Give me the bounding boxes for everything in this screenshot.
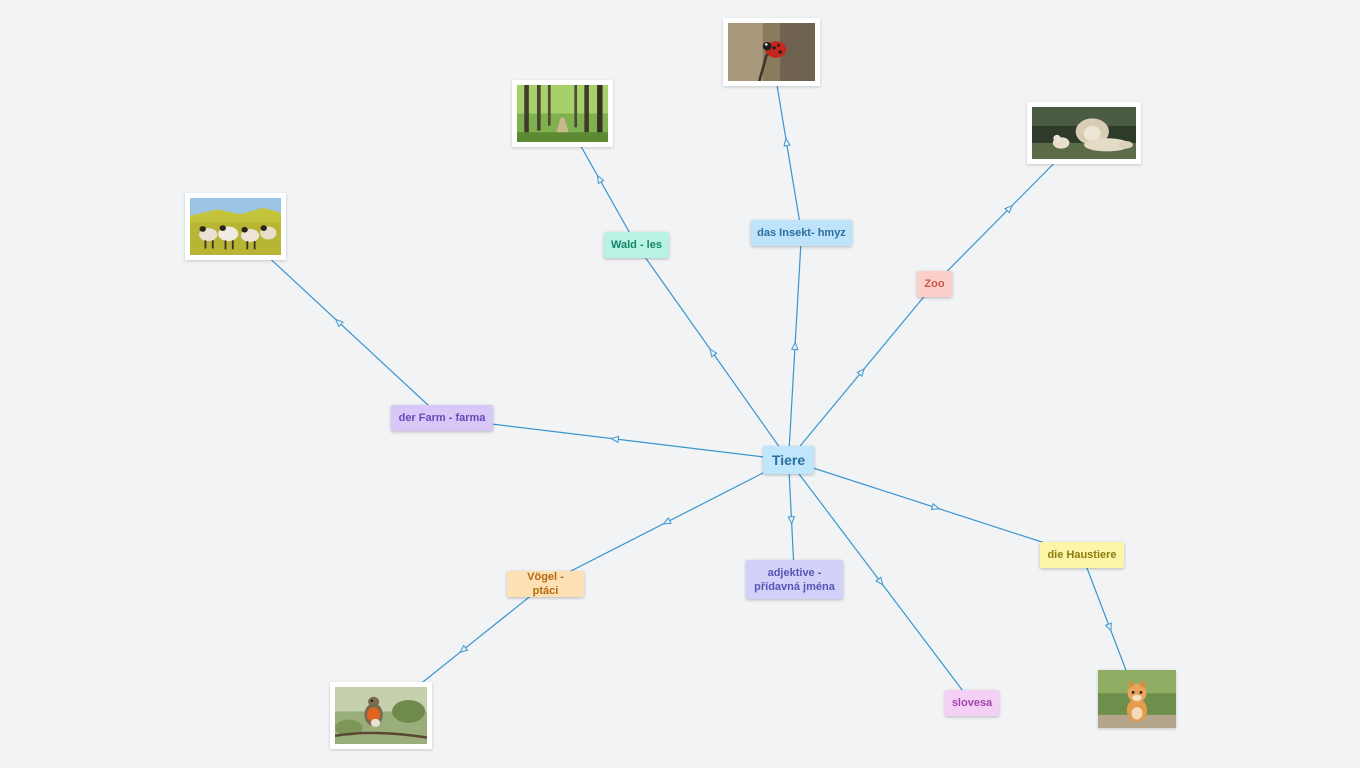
topic-adjektive[interactable]: adjektive - přídavná jména [746, 560, 843, 599]
connector-arrow-haustiere-img-haustiere [1104, 622, 1112, 632]
connector-arrow-tiere-haustiere [930, 502, 941, 510]
topic-zoo[interactable]: Zoo [917, 271, 952, 297]
topic-slovesa[interactable]: slovesa [945, 690, 999, 716]
sheep-image [190, 198, 281, 255]
connector-arrow-tiere-zoo [856, 367, 865, 378]
topic-wald[interactable]: Wald - les [604, 232, 669, 258]
topic-voegel[interactable]: Vögel - ptáci [507, 571, 584, 597]
connector-arrow-tiere-farm [610, 435, 620, 444]
root-topic-tiere[interactable]: Tiere [763, 446, 814, 474]
connector-arrow-tiere-wald [709, 348, 718, 358]
kitten-photo[interactable] [1098, 670, 1176, 728]
forest-photo[interactable] [512, 80, 613, 147]
connector-arrow-tiere-insekt [791, 341, 799, 351]
connector-arrow-tiere-voegel [662, 517, 672, 525]
connector-arrow-tiere-slovesa [875, 576, 884, 586]
kitten-image [1098, 670, 1176, 728]
connector-arrow-wald-img-wald [596, 174, 605, 185]
connector-arrow-farm-img-farm [334, 318, 344, 328]
connector-arrow-tiere-adjektive [787, 516, 796, 526]
ladybug-photo[interactable] [723, 18, 820, 86]
topic-der-farm[interactable]: der Farm - farma [391, 405, 493, 431]
connector-arrow-insekt-img-insekt [783, 137, 791, 147]
sheep-photo[interactable] [185, 193, 286, 260]
connector-arrow-voegel-img-voegel [459, 644, 469, 654]
lion-image [1032, 107, 1136, 159]
topic-die-haustiere[interactable]: die Haustiere [1040, 542, 1124, 568]
lion-photo[interactable] [1027, 102, 1141, 164]
connector-arrow-zoo-img-zoo [1004, 204, 1013, 214]
forest-image [517, 85, 608, 142]
topic-das-insekt[interactable]: das Insekt- hmyz [751, 220, 852, 246]
robin-photo[interactable] [330, 682, 432, 749]
ladybug-image [728, 23, 815, 81]
robin-image [335, 687, 427, 744]
